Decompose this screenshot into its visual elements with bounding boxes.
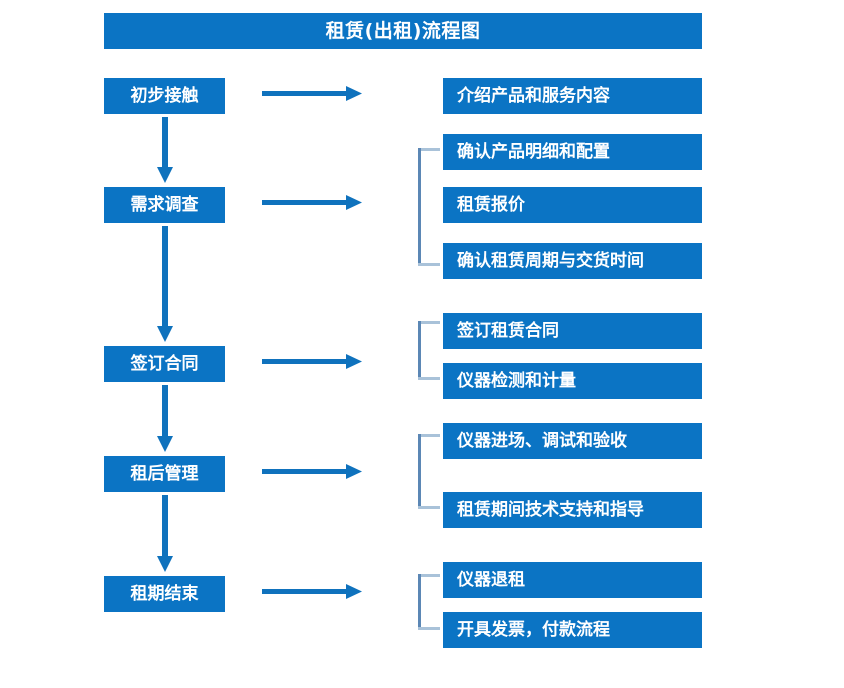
detail-label-2: 确认产品明细和配置: [457, 141, 610, 162]
detail-label-6: 仪器检测和计量: [457, 370, 576, 391]
stage-box-4[interactable]: 租后管理: [104, 456, 225, 492]
right-arrow-icon-3: [262, 354, 362, 370]
detail-box-9[interactable]: 仪器退租: [443, 562, 702, 598]
detail-box-6[interactable]: 仪器检测和计量: [443, 363, 702, 399]
stage-label-2: 需求调查: [130, 194, 199, 215]
bracket-group-requirements: [418, 148, 440, 266]
detail-label-9: 仪器退租: [457, 569, 525, 590]
detail-box-5[interactable]: 签订租赁合同: [443, 313, 702, 349]
right-arrow-icon-5: [262, 584, 362, 600]
right-arrow-icon-2: [262, 195, 362, 211]
stage-label-5: 租期结束: [130, 583, 199, 604]
detail-box-3[interactable]: 租赁报价: [443, 187, 702, 223]
detail-box-10[interactable]: 开具发票，付款流程: [443, 612, 702, 648]
stage-label-3: 签订合同: [130, 353, 199, 374]
detail-box-7[interactable]: 仪器进场、调试和验收: [443, 423, 702, 459]
detail-box-2[interactable]: 确认产品明细和配置: [443, 134, 702, 170]
stage-box-3[interactable]: 签订合同: [104, 346, 225, 382]
down-arrow-icon-1: [157, 117, 173, 183]
down-arrow-icon-4: [157, 495, 173, 572]
stage-label-1: 初步接触: [130, 85, 199, 106]
stage-label-4: 租后管理: [130, 463, 199, 484]
chart-title-text: 租赁(出租)流程图: [325, 19, 481, 42]
bracket-group-contract: [418, 321, 440, 380]
detail-box-4[interactable]: 确认租赁周期与交货时间: [443, 243, 702, 279]
detail-label-4: 确认租赁周期与交货时间: [457, 250, 644, 271]
chart-title-bar: 租赁(出租)流程图: [104, 13, 702, 49]
detail-box-8[interactable]: 租赁期间技术支持和指导: [443, 492, 702, 528]
stage-box-2[interactable]: 需求调查: [104, 187, 225, 223]
bracket-group-end-of-term: [418, 574, 440, 630]
down-arrow-icon-2: [157, 226, 173, 342]
stage-box-5[interactable]: 租期结束: [104, 576, 225, 612]
right-arrow-icon-1: [262, 86, 362, 102]
detail-label-8: 租赁期间技术支持和指导: [457, 499, 644, 520]
stage-box-1[interactable]: 初步接触: [104, 78, 225, 114]
right-arrow-icon-4: [262, 464, 362, 480]
bracket-group-post-rental: [418, 434, 440, 509]
detail-label-10: 开具发票，付款流程: [457, 619, 610, 640]
detail-label-7: 仪器进场、调试和验收: [457, 430, 627, 451]
down-arrow-icon-3: [157, 385, 173, 452]
detail-box-1[interactable]: 介绍产品和服务内容: [443, 78, 702, 114]
detail-label-3: 租赁报价: [457, 194, 525, 215]
detail-label-5: 签订租赁合同: [457, 320, 559, 341]
detail-label-1: 介绍产品和服务内容: [457, 85, 610, 106]
